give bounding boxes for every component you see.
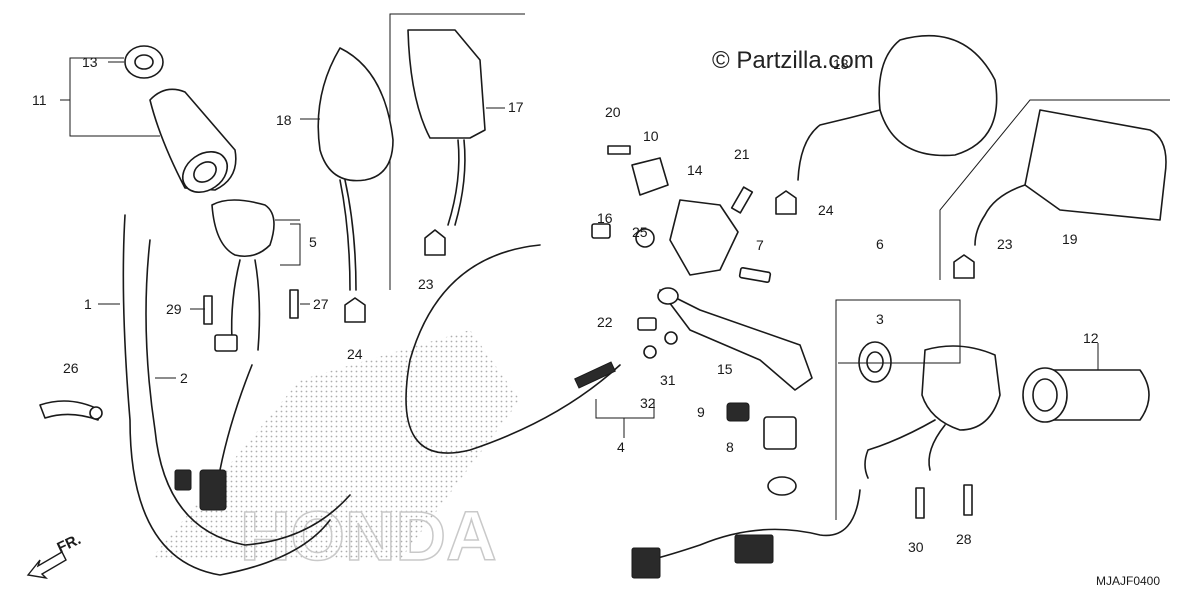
watermark-text: © Partzilla.com bbox=[712, 47, 874, 74]
callout-15: 15 bbox=[717, 361, 733, 377]
bar-end-weight-part bbox=[124, 45, 164, 79]
callout-7: 7 bbox=[756, 237, 764, 253]
fasteners bbox=[203, 145, 975, 519]
callout-21: 21 bbox=[734, 146, 750, 162]
callout-18-right: 18 bbox=[833, 56, 849, 72]
callout-12: 12 bbox=[1083, 330, 1099, 346]
right-switch-housing-part bbox=[858, 341, 1001, 479]
left-mirror-part bbox=[317, 47, 394, 291]
callout-11: 11 bbox=[32, 92, 47, 108]
callout-14: 14 bbox=[687, 162, 703, 178]
callout-17: 17 bbox=[508, 99, 524, 115]
diagram-code: MJAJF0400 bbox=[1096, 574, 1160, 588]
callout-18-left: 18 bbox=[276, 112, 292, 128]
callout-20: 20 bbox=[605, 104, 621, 120]
leader-lines bbox=[60, 57, 1099, 438]
callout-32: 32 bbox=[640, 395, 656, 411]
callout-9: 9 bbox=[697, 404, 705, 420]
callout-10: 10 bbox=[643, 128, 659, 144]
direction-label: FR. bbox=[55, 531, 84, 557]
callout-30: 30 bbox=[908, 539, 924, 555]
boxed-mirror-part bbox=[407, 29, 486, 226]
callout-28: 28 bbox=[956, 531, 972, 547]
right-grip-part bbox=[1022, 367, 1150, 423]
left-wiring-harness bbox=[174, 364, 253, 511]
right-boxed-mirror-part bbox=[974, 109, 1167, 246]
callout-23-right: 23 bbox=[997, 236, 1013, 252]
box-outlines bbox=[389, 13, 1170, 520]
callout-6: 6 bbox=[876, 236, 884, 252]
right-wiring-harness bbox=[631, 476, 861, 579]
callout-24-left: 24 bbox=[347, 346, 363, 362]
callout-2: 2 bbox=[180, 370, 188, 386]
callout-5: 5 bbox=[309, 234, 317, 250]
callout-8: 8 bbox=[726, 439, 734, 455]
callout-1: 1 bbox=[84, 296, 92, 312]
clutch-lever-assembly bbox=[631, 157, 813, 391]
callout-16: 16 bbox=[597, 210, 613, 226]
right-mirror-part bbox=[797, 34, 998, 181]
brand-mark: HONDA bbox=[240, 497, 497, 575]
left-grip-part bbox=[149, 88, 237, 193]
callout-27: 27 bbox=[313, 296, 329, 312]
callout-25: 25 bbox=[632, 224, 648, 240]
left-switch-housing-part bbox=[211, 199, 275, 352]
callout-26: 26 bbox=[63, 360, 79, 376]
cable-tie-part bbox=[39, 400, 103, 421]
callouts: 13 11 18 17 5 1 2 29 27 23 24 26 20 10 1… bbox=[32, 54, 1099, 555]
callout-19: 19 bbox=[1062, 231, 1078, 247]
throttle-cables bbox=[122, 214, 351, 576]
callout-31: 31 bbox=[660, 372, 676, 388]
clutch-cable-part bbox=[405, 244, 621, 454]
callout-24-right: 24 bbox=[818, 202, 834, 218]
front-direction-indicator: FR. bbox=[26, 531, 84, 580]
callout-29: 29 bbox=[166, 301, 182, 317]
callout-13: 13 bbox=[82, 54, 98, 70]
brand-mark-background: HONDA bbox=[150, 330, 520, 576]
direction-arrow-icon bbox=[26, 551, 67, 580]
callout-22: 22 bbox=[597, 314, 613, 330]
relay-parts bbox=[726, 402, 797, 450]
callout-4: 4 bbox=[617, 439, 625, 455]
callout-23-left: 23 bbox=[418, 276, 434, 292]
callout-3: 3 bbox=[876, 311, 884, 327]
